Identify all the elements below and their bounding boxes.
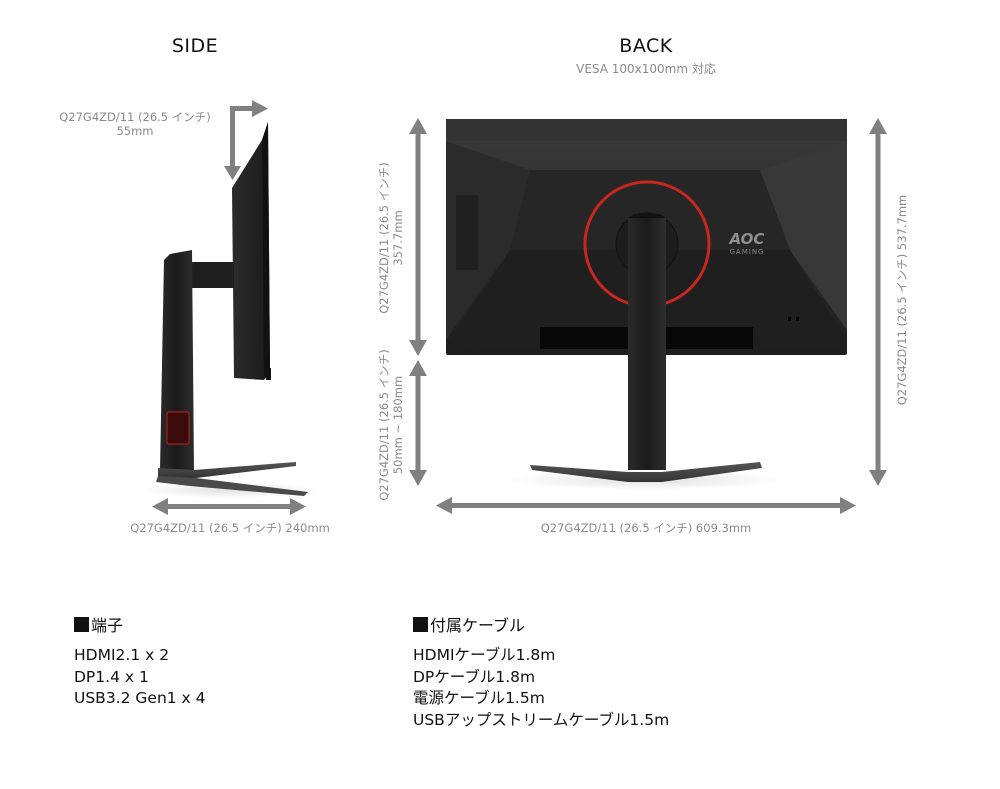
side-view-title: SIDE [171, 35, 219, 57]
tilt-arrow [224, 100, 268, 180]
back-view-title: BACK [619, 35, 673, 57]
height-adjust-label: Q27G4ZD/11 (26.5 インチ) 50mm ~ 180mm [377, 325, 407, 525]
ports-heading-text: 端子 [91, 616, 124, 635]
width-label: Q27G4ZD/11 (26.5 インチ) 609.3mm [540, 521, 752, 535]
total-height-arrow [869, 118, 887, 486]
list-item: DP1.4 x 1 [74, 667, 149, 686]
aoc-logo-brand: AOC [729, 230, 765, 248]
tilt-label: Q27G4ZD/11 (26.5 インチ) 55mm [50, 110, 220, 138]
cables-section: 付属ケーブル HDMIケーブル1.8m DPケーブル1.8m 電源ケーブル1.5… [413, 612, 669, 731]
back-view-stand [530, 214, 762, 482]
tilt-label-value: 55mm [116, 124, 154, 138]
list-item: HDMIケーブル1.8m [413, 646, 556, 664]
cables-heading-text: 付属ケーブル [430, 616, 526, 635]
cables-heading: 付属ケーブル [413, 612, 669, 636]
panel-height-arrow [409, 118, 427, 356]
height-adjust-label-model: Q27G4ZD/11 (26.5 インチ) [377, 349, 391, 501]
tilt-label-model: Q27G4ZD/11 (26.5 インチ) [59, 110, 211, 124]
panel-height-label-value: 357.7mm [391, 210, 405, 266]
square-bullet-icon [74, 616, 89, 632]
height-adjust-label-value: 50mm ~ 180mm [391, 375, 405, 475]
list-item: 電源ケーブル1.5m [413, 689, 545, 707]
ports-section: 端子 HDMI2.1 x 2 DP1.4 x 1 USB3.2 Gen1 x 4 [74, 612, 206, 710]
aoc-logo-gaming: GAMING [729, 248, 765, 256]
total-height-label: Q27G4ZD/11 (26.5 インチ) 537.7mm [895, 194, 909, 406]
list-item: USB3.2 Gen1 x 4 [74, 689, 206, 707]
height-adjust-arrow [409, 360, 427, 486]
width-arrow [436, 497, 856, 514]
panel-height-label: Q27G4ZD/11 (26.5 インチ) 357.7mm [377, 138, 407, 338]
list-item: HDMI2.1 x 2 [74, 646, 170, 664]
ports-heading: 端子 [74, 612, 206, 636]
side-depth-label: Q27G4ZD/11 (26.5 インチ) 240mm [130, 521, 330, 535]
cables-list: HDMIケーブル1.8m DPケーブル1.8m 電源ケーブル1.5m USBアッ… [413, 645, 669, 731]
square-bullet-icon [413, 616, 428, 632]
panel-height-label-model: Q27G4ZD/11 (26.5 インチ) [377, 162, 391, 314]
side-depth-arrow [152, 498, 306, 515]
vesa-subtitle: VESA 100x100mm 対応 [576, 62, 716, 76]
list-item: USBアップストリームケーブル1.5m [413, 710, 670, 729]
list-item: DPケーブル1.8m [413, 667, 536, 686]
aoc-logo: AOC GAMING [722, 232, 772, 257]
ports-list: HDMI2.1 x 2 DP1.4 x 1 USB3.2 Gen1 x 4 [74, 645, 206, 710]
side-view-monitor [140, 122, 320, 498]
